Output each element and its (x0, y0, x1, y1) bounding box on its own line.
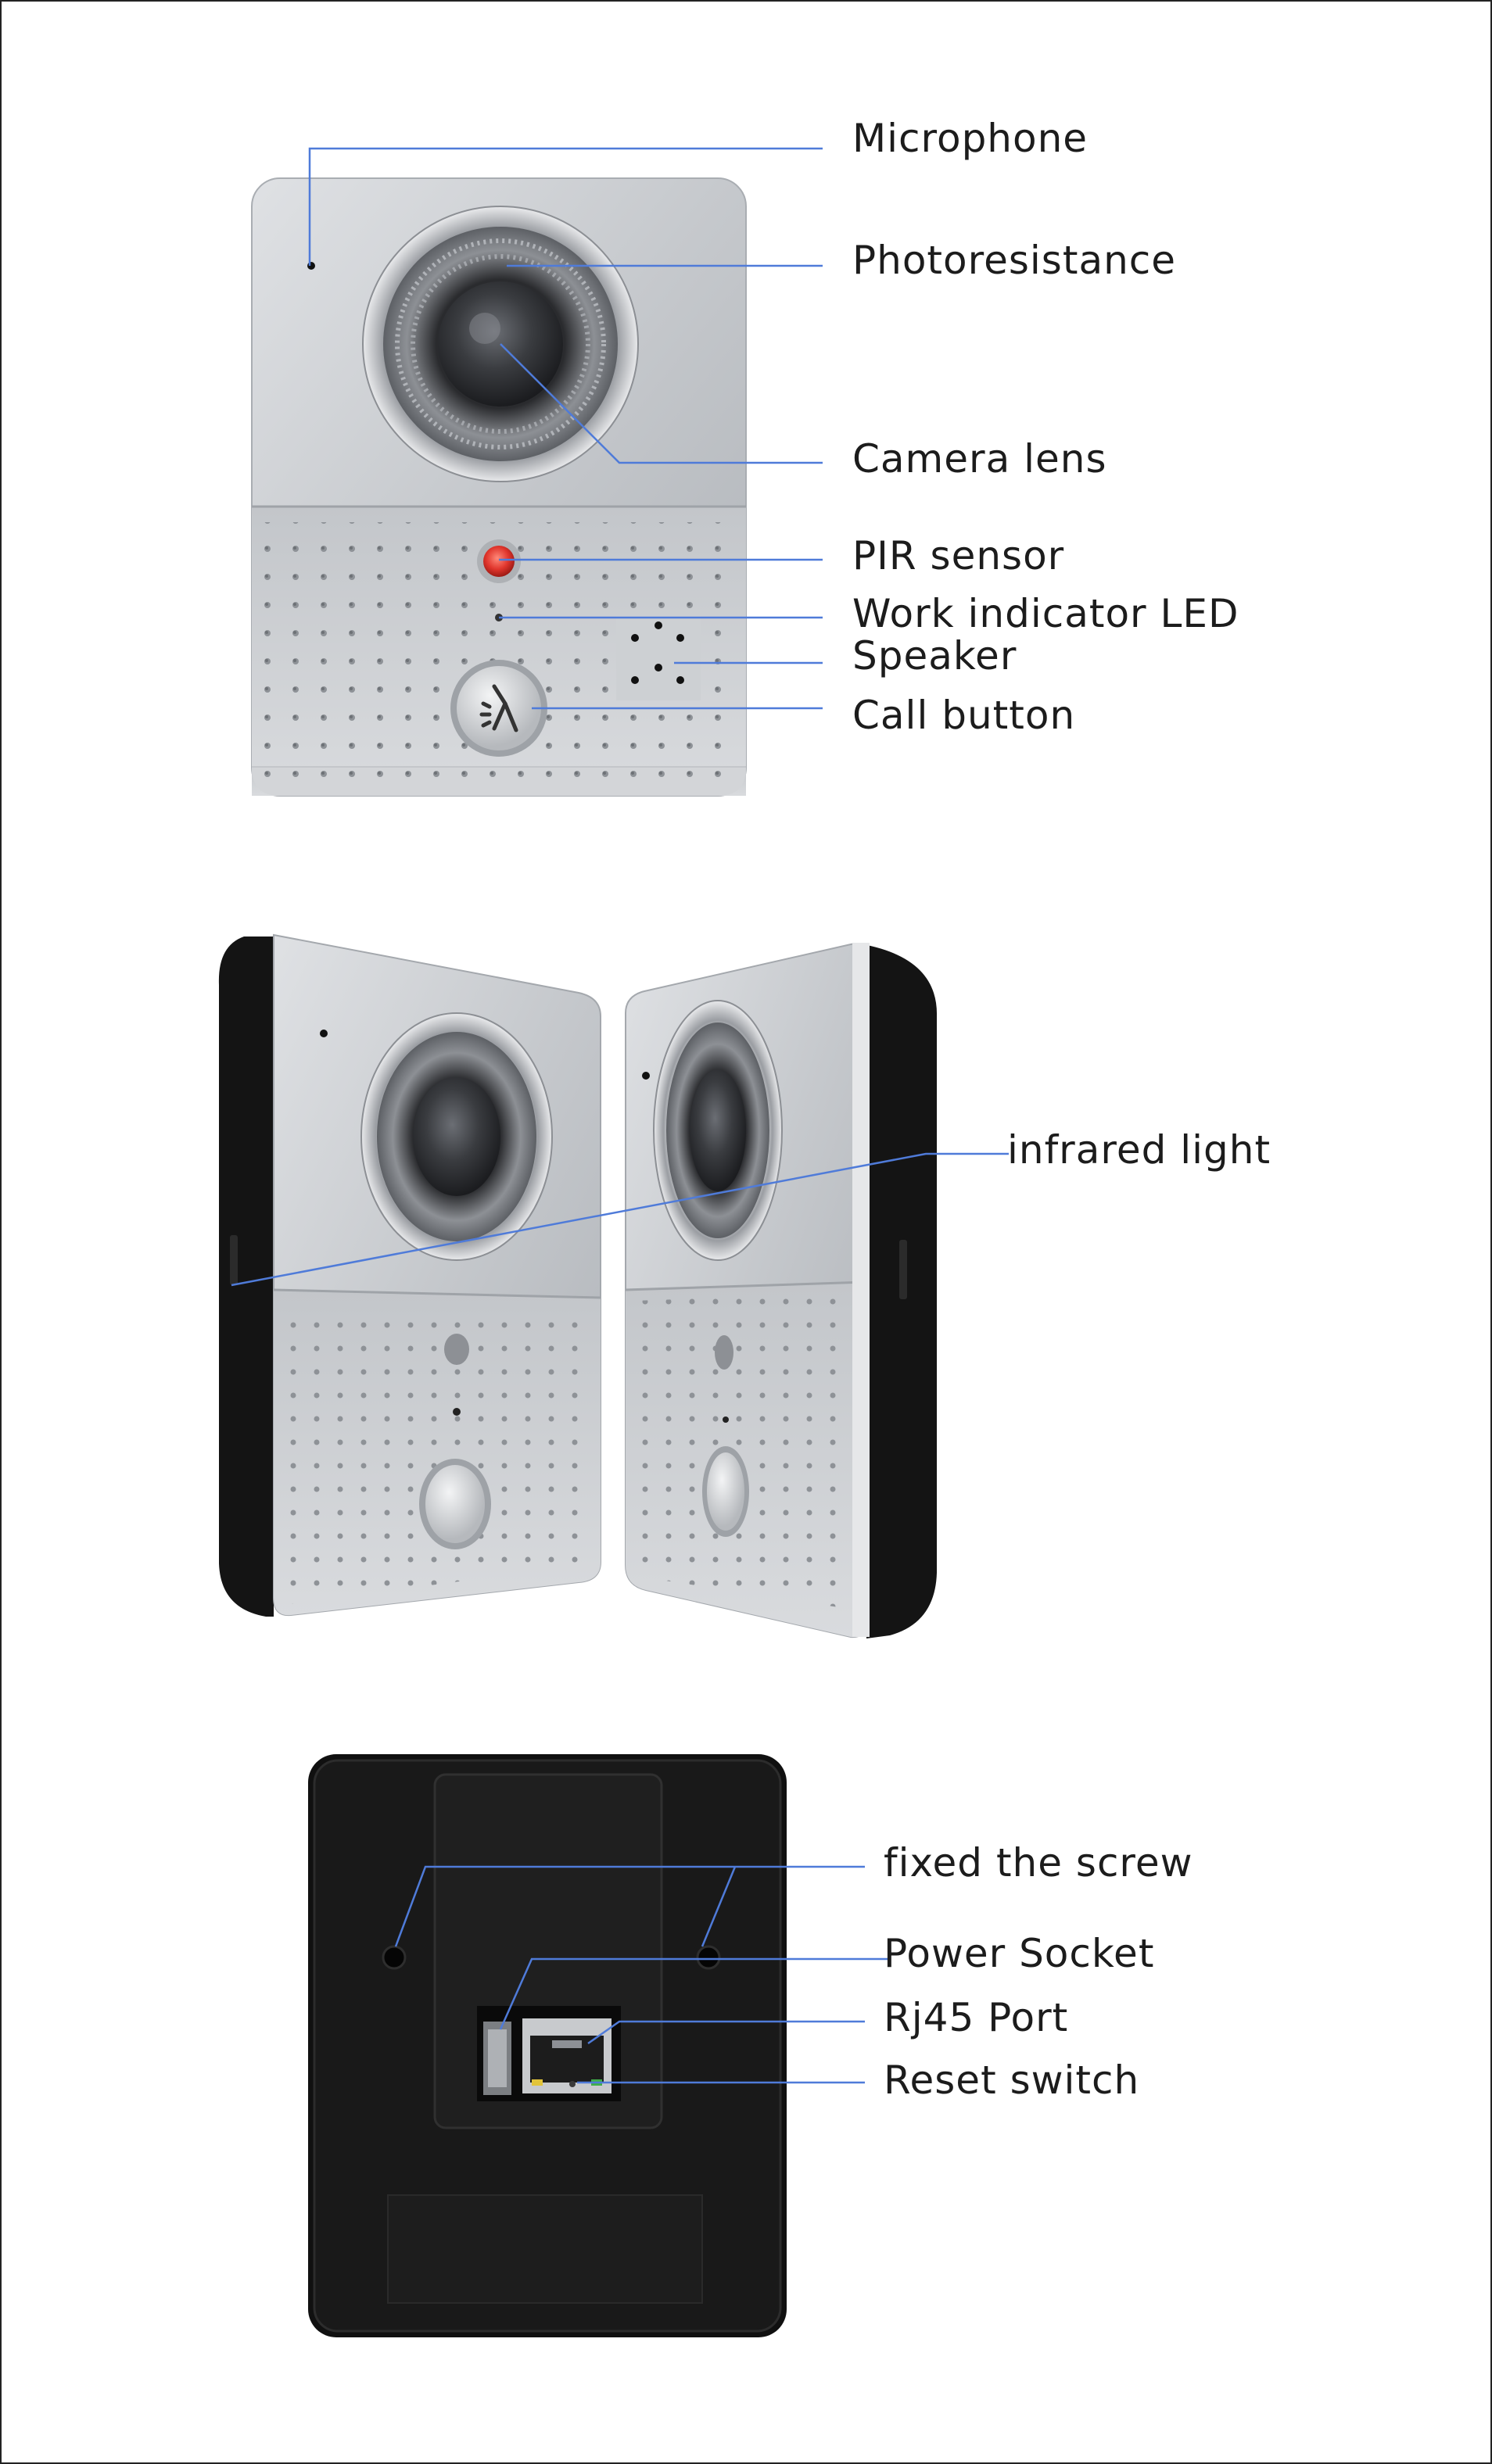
pir-sensor (483, 546, 515, 577)
reset-switch (569, 2081, 576, 2087)
screw-hole-right (696, 1945, 721, 1970)
side-view-devices (218, 933, 938, 1638)
rj45-port-leader (587, 2020, 865, 2045)
infrared-light-leader (231, 1152, 1009, 1287)
side-right-camera-lens (690, 1069, 746, 1191)
microphone-hole (307, 262, 315, 270)
power-socket-label: Power Socket (884, 1931, 1155, 1976)
rj45-port-label: Rj45 Port (884, 1995, 1069, 2040)
screw-hole-left (382, 1945, 407, 1970)
side-left-infrared-light (230, 1235, 238, 1285)
speaker-label: Speaker (852, 633, 1017, 679)
infrared-light-label: infrared light (1007, 1127, 1271, 1173)
call-button (457, 666, 541, 750)
call-button-label: Call button (852, 693, 1076, 738)
pir-sensor-label: PIR sensor (852, 533, 1065, 578)
work-indicator-led-label: Work indicator LED (852, 591, 1239, 636)
camera-lens-leader (500, 343, 823, 464)
leader-lines (231, 147, 1009, 2084)
power-socket-leader (499, 1957, 888, 2030)
camera-lens-label: Camera lens (852, 436, 1107, 482)
photoresistance-label: Photoresistance (852, 238, 1177, 283)
microphone-label: Microphone (852, 116, 1089, 161)
side-left-camera-lens (413, 1077, 500, 1196)
front-view-device (251, 177, 747, 797)
reset-switch-label: Reset switch (884, 2058, 1140, 2103)
side-right-infrared-light (899, 1240, 907, 1299)
back-view-device (308, 1754, 787, 2337)
fixed-screw-leader-left (394, 1865, 865, 1947)
microphone-leader (308, 147, 823, 266)
fixed-screw-leader-right (701, 1866, 737, 1947)
fixed-the-screw-label: fixed the screw (884, 1840, 1193, 1886)
